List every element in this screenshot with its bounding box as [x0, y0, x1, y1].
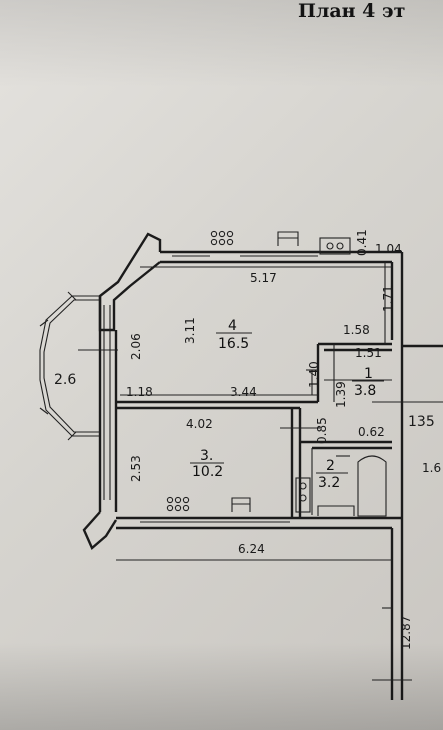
dim-135: 135 [408, 414, 435, 430]
room-3-number: 3. [200, 448, 213, 464]
bay-wall [98, 232, 162, 332]
sink [317, 505, 355, 516]
dim-0-85: 0.85 [315, 417, 329, 444]
page-title: План 4 эт [298, 0, 406, 22]
walls [82, 232, 443, 700]
window-marks [140, 255, 318, 523]
bay-window [39, 291, 100, 441]
dim-2-6: 2.6 [54, 372, 76, 388]
room-1-number: 1 [364, 366, 373, 382]
dim-2-06: 2.06 [129, 333, 143, 360]
bath-fixture [295, 477, 311, 513]
dim-6-24: 6.24 [238, 542, 265, 556]
dim-1-04: 1.04 [375, 242, 402, 256]
bay-tick-2 [39, 319, 49, 327]
dim-0-41: 0.41 [355, 229, 369, 256]
dim-1-51: 1.51 [355, 346, 382, 360]
wall-corner-bottom [82, 511, 118, 550]
dim-1-40: 1.40 [307, 361, 321, 388]
radiator-3 [166, 496, 190, 512]
dim-4-02: 4.02 [186, 417, 213, 431]
room-4-number: 4 [228, 318, 237, 334]
room-1-area: 3.8 [354, 383, 376, 399]
room-3-area: 10.2 [192, 464, 223, 480]
dim-1-6: 1.6 [422, 461, 441, 475]
dim-1-39: 1.39 [334, 381, 348, 408]
room-2-area: 3.2 [318, 475, 340, 491]
dimension-labels: 0.41 1.04 5.17 1.71 3.11 2.06 2.6 1.58 1… [54, 229, 441, 650]
room-labels: 4 16.5 3. 10.2 1 3.8 2 3.2 [190, 318, 384, 491]
dim-1-71: 1.71 [381, 285, 395, 312]
bay-window-outer [39, 295, 100, 437]
dim-3-44: 3.44 [230, 385, 257, 399]
bay-tick-4 [67, 431, 77, 441]
bathtub [357, 455, 387, 517]
radiator-4 [231, 497, 251, 512]
bay-window-inner [43, 299, 100, 433]
dim-3-11: 3.11 [183, 317, 197, 344]
fixtures [166, 230, 387, 517]
bay-tick-1 [67, 291, 77, 301]
stove [319, 237, 351, 255]
dim-0-62: 0.62 [358, 425, 385, 439]
room-2-number: 2 [326, 458, 335, 474]
radiator-1 [210, 230, 234, 246]
dim-2-53: 2.53 [129, 455, 143, 482]
dim-12-87: 12.87 [399, 616, 413, 650]
radiator-2 [277, 231, 299, 246]
dim-1-18: 1.18 [126, 385, 153, 399]
dim-5-17: 5.17 [250, 271, 277, 285]
dim-1-58: 1.58 [343, 323, 370, 337]
bay-tick-3 [39, 407, 49, 415]
dimension-lines [78, 262, 443, 681]
room-4-area: 16.5 [218, 336, 249, 352]
